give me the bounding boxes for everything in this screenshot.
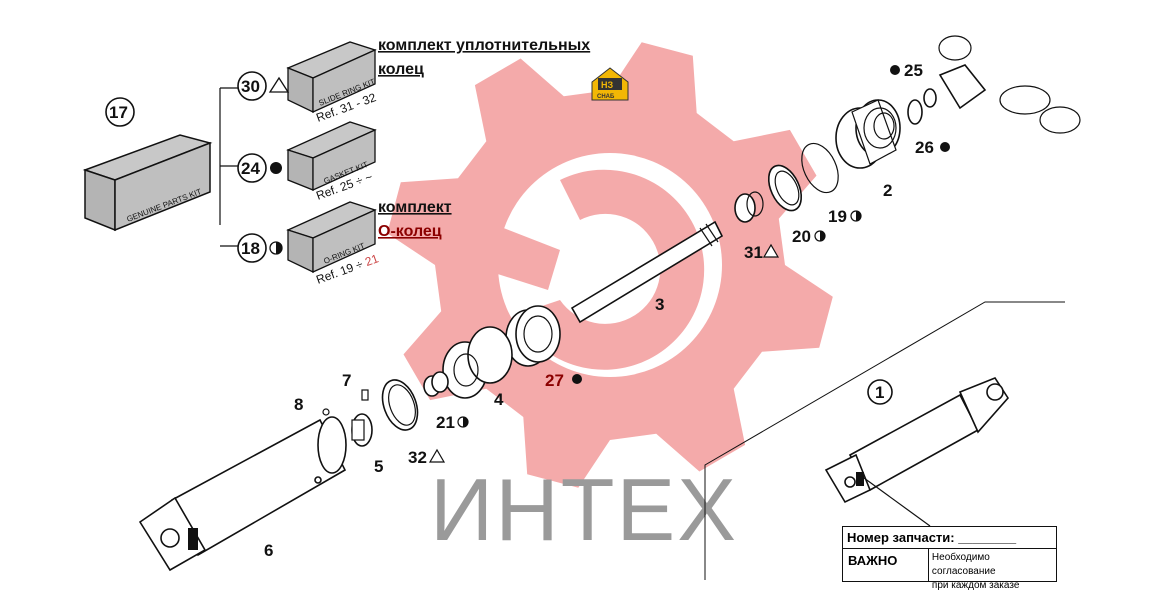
svg-text:21: 21	[436, 413, 455, 432]
callout-24: 24	[237, 153, 282, 183]
svg-text:32: 32	[408, 448, 427, 467]
assembled-cylinder-1	[824, 377, 1010, 504]
part-number-label: Номер запчасти: ________	[843, 527, 1056, 549]
callout-26: 26	[915, 138, 950, 157]
callout-30: 30	[237, 71, 290, 101]
callout-1: 1	[867, 379, 893, 405]
callout-8: 8	[294, 395, 303, 414]
o-ring-kit-box: O-RING KIT Ref. 19 ÷ 21	[286, 201, 381, 287]
seal-26	[907, 99, 923, 125]
slide-ring-32	[381, 379, 419, 431]
callout-4: 4	[494, 390, 504, 409]
oring-kit-annotation-line1: комплект	[378, 199, 452, 216]
logo-text: НЗ	[601, 80, 613, 90]
order-note-line1: Необходимо согласование	[931, 552, 996, 577]
piston-4	[442, 326, 513, 399]
svg-text:19: 19	[828, 207, 847, 226]
svg-text:17: 17	[109, 103, 128, 122]
cylinder-head-part	[835, 99, 901, 169]
cylinder-tube-6	[138, 416, 347, 572]
callout-7: 7	[342, 371, 351, 390]
slide-ring-kit-box: SLIDE RING KIT Ref. 31 - 32	[286, 41, 378, 125]
oring-kit-annotation-line2: О-колец	[378, 223, 442, 240]
callout-31: 31	[744, 243, 780, 262]
gasket-kit-box: GASKET KIT Ref. 25 ÷ ~	[286, 121, 377, 203]
ring-21	[423, 371, 449, 397]
callout-2: 2	[883, 181, 892, 200]
screw-8	[322, 408, 330, 416]
watermark-brand-text: ИНТЕХ	[430, 460, 738, 559]
piston-rod-3	[570, 191, 764, 324]
callout-25: 25	[890, 61, 923, 80]
callout-20: 20	[792, 227, 826, 246]
svg-text:26: 26	[915, 138, 934, 157]
o-ring-kit-ref-suffix: 21	[363, 251, 381, 269]
svg-text:1: 1	[875, 383, 884, 402]
callout-5: 5	[374, 457, 383, 476]
callout-27: 27	[545, 371, 582, 390]
callout-18: 18	[237, 233, 283, 263]
svg-text:24: 24	[241, 159, 260, 178]
screw-7	[361, 389, 369, 401]
seal-kit-annotation-line2: колец	[378, 61, 424, 78]
order-note: Необходимо согласование при каждом заказ…	[929, 549, 1056, 591]
svg-text:31: 31	[744, 243, 763, 262]
logo-subtext: СНАБ	[597, 94, 615, 100]
important-label: ВАЖНО	[843, 549, 929, 581]
triangle-icon	[268, 76, 290, 93]
piston-27	[505, 305, 561, 367]
nut-5	[351, 413, 373, 447]
callout-17: 17	[105, 97, 135, 127]
svg-text:30: 30	[241, 77, 260, 96]
ring-25	[923, 88, 937, 108]
logo-icon: НЗ СНАБ	[591, 67, 629, 101]
piston-rod-eye-part	[938, 35, 1081, 134]
callout-19: 19	[828, 207, 862, 226]
callout-32: 32	[408, 448, 446, 467]
svg-text:18: 18	[241, 239, 260, 258]
seal-kit-annotation-line1: комплект уплотнительных	[378, 37, 590, 54]
svg-text:20: 20	[792, 227, 811, 246]
order-note-line2: при каждом заказе	[931, 580, 1020, 591]
svg-text:25: 25	[904, 61, 923, 80]
callout-6: 6	[264, 541, 273, 560]
callout-3: 3	[655, 295, 664, 314]
part-number-info-box: Номер запчасти: ________ ВАЖНО Необходим…	[842, 526, 1057, 591]
svg-text:27: 27	[545, 371, 564, 390]
backup-ring-20	[767, 164, 803, 212]
main-parts-kit-box: GENUINE PARTS KIT	[82, 134, 213, 232]
callout-21: 21	[436, 413, 469, 432]
o-ring-19	[801, 142, 839, 194]
filled-dot-icon	[270, 162, 282, 174]
